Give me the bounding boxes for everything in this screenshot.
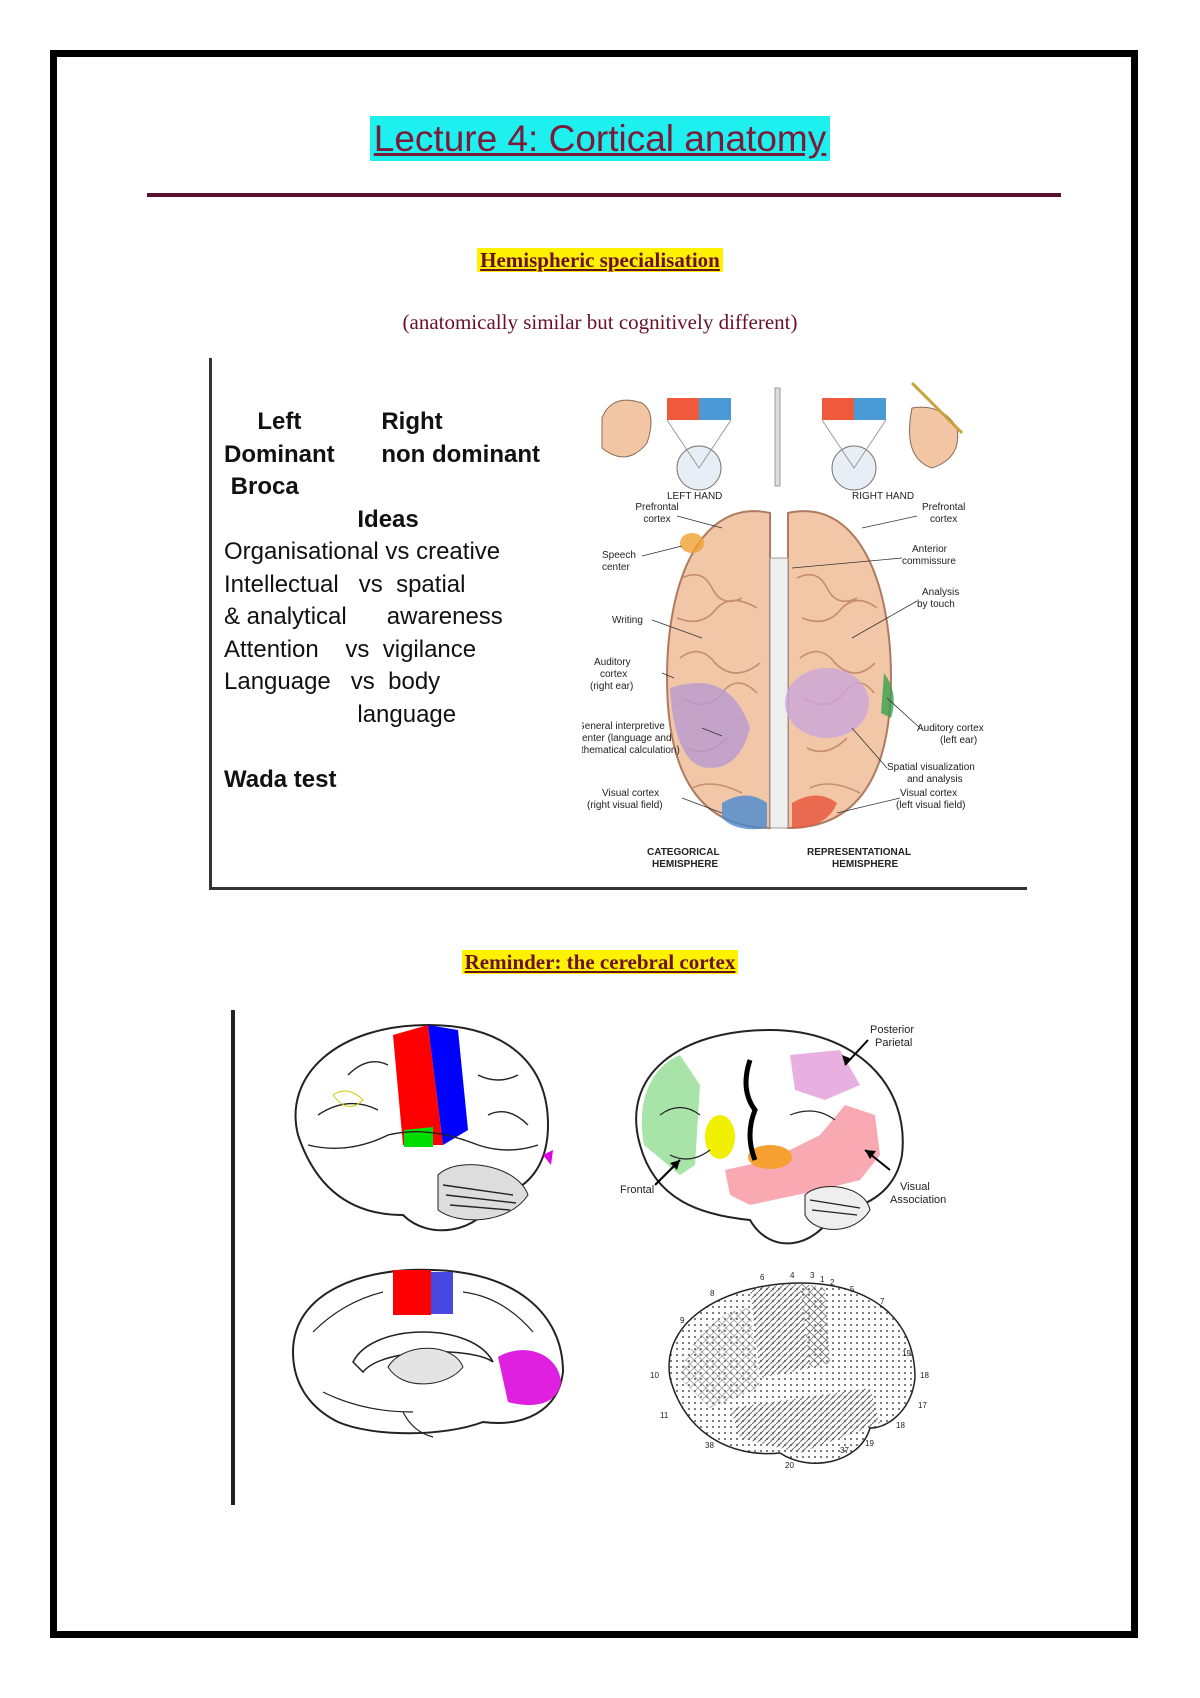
hemispheric-text-line: Ideas [224, 505, 419, 533]
svg-text:Association: Association [890, 1194, 946, 1206]
svg-text:3: 3 [810, 1271, 815, 1280]
svg-text:Writing: Writing [612, 615, 643, 626]
svg-text:General interpretive: General interpretive [582, 721, 665, 732]
svg-text:17: 17 [918, 1401, 927, 1410]
svg-text:Parietal: Parietal [875, 1037, 912, 1049]
svg-text:2: 2 [830, 1278, 835, 1287]
svg-text:commissure: commissure [902, 556, 956, 567]
svg-text:19: 19 [865, 1439, 874, 1448]
cortex-section-bar [231, 1010, 235, 1505]
svg-text:Visual cortex: Visual cortex [900, 788, 957, 799]
hemispheric-text-line: language [224, 700, 457, 728]
section-note: (anatomically similar but cognitively di… [402, 310, 798, 334]
lateral-brain-motor-sensory [294, 1023, 553, 1232]
svg-text:6: 6 [760, 1273, 765, 1282]
svg-text:Prefrontal: Prefrontal [922, 502, 965, 513]
svg-text:Analysis: Analysis [922, 587, 959, 598]
svg-text:center: center [602, 562, 630, 573]
svg-text:Anterior: Anterior [912, 544, 948, 555]
svg-text:4: 4 [790, 1271, 795, 1280]
svg-text:8: 8 [710, 1289, 715, 1298]
svg-text:cortex: cortex [600, 669, 627, 680]
svg-text:(right visual field): (right visual field) [587, 800, 663, 811]
hemispheric-text-line: Intellectual vs spatial [224, 570, 466, 598]
hemispheric-text-line: Dominant non dominant [224, 440, 540, 468]
svg-text:mathematical calculation): mathematical calculation) [582, 745, 680, 756]
svg-text:Posterior: Posterior [870, 1024, 914, 1036]
svg-text:7: 7 [880, 1297, 885, 1306]
svg-text:37: 37 [840, 1446, 849, 1455]
svg-text:11: 11 [660, 1411, 669, 1420]
hemispheric-text-line: Language vs body [224, 668, 441, 695]
svg-text:Spatial visualization: Spatial visualization [887, 762, 975, 773]
svg-text:RIGHT HAND: RIGHT HAND [852, 491, 914, 502]
hemispheric-text-line: Broca [224, 473, 299, 500]
svg-text:REPRESENTATIONAL: REPRESENTATIONAL [807, 847, 911, 858]
section-heading-hemispheric: Hemispheric specialisation [0, 248, 1200, 273]
svg-text:CATEGORICAL: CATEGORICAL [647, 847, 720, 858]
svg-text:(left visual field): (left visual field) [896, 800, 965, 811]
svg-text:center (language and: center (language and [582, 733, 672, 744]
svg-text:cortex: cortex [930, 514, 957, 525]
svg-text:Frontal: Frontal [620, 1184, 654, 1196]
svg-text:18: 18 [896, 1421, 905, 1430]
svg-text:19: 19 [902, 1349, 911, 1358]
svg-text:Speech: Speech [602, 550, 636, 561]
page-title: Lecture 4: Cortical anatomy [0, 116, 1200, 161]
svg-text:(left ear): (left ear) [940, 735, 977, 746]
svg-text:HEMISPHERE: HEMISPHERE [652, 859, 718, 870]
section-heading-cortex: Reminder: the cerebral cortex [0, 950, 1200, 975]
page-border [50, 50, 1138, 1638]
svg-text:10: 10 [650, 1371, 659, 1380]
hemispheric-text-line: & analytical awareness [224, 603, 503, 630]
svg-text:cortex: cortex [643, 514, 670, 525]
title-divider [147, 193, 1061, 197]
svg-text:HEMISPHERE: HEMISPHERE [832, 859, 898, 870]
svg-text:18: 18 [920, 1371, 929, 1380]
label-prefrontal-left: Prefrontal [635, 502, 678, 513]
svg-text:Auditory cortex: Auditory cortex [917, 723, 984, 734]
svg-text:5: 5 [850, 1285, 855, 1294]
hemispheric-text-line: Organisational vs creative [224, 538, 501, 565]
svg-text:LEFT HAND: LEFT HAND [667, 491, 722, 502]
svg-text:9: 9 [680, 1316, 685, 1325]
svg-text:1: 1 [820, 1275, 825, 1284]
svg-text:(right ear): (right ear) [590, 681, 633, 692]
hemispheric-text-line: Attention vs vigilance [224, 635, 477, 663]
hemispheric-text-line: Left Right [224, 408, 443, 435]
svg-text:and analysis: and analysis [907, 774, 963, 785]
svg-text:20: 20 [785, 1461, 794, 1470]
svg-text:Auditory: Auditory [594, 657, 631, 668]
svg-text:38: 38 [705, 1441, 714, 1450]
svg-text:Visual cortex: Visual cortex [602, 788, 659, 799]
svg-text:by touch: by touch [917, 599, 955, 610]
svg-text:Visual: Visual [900, 1181, 930, 1193]
medial-brain [291, 1268, 565, 1438]
hemispheric-text-line: Wada test [224, 765, 337, 793]
